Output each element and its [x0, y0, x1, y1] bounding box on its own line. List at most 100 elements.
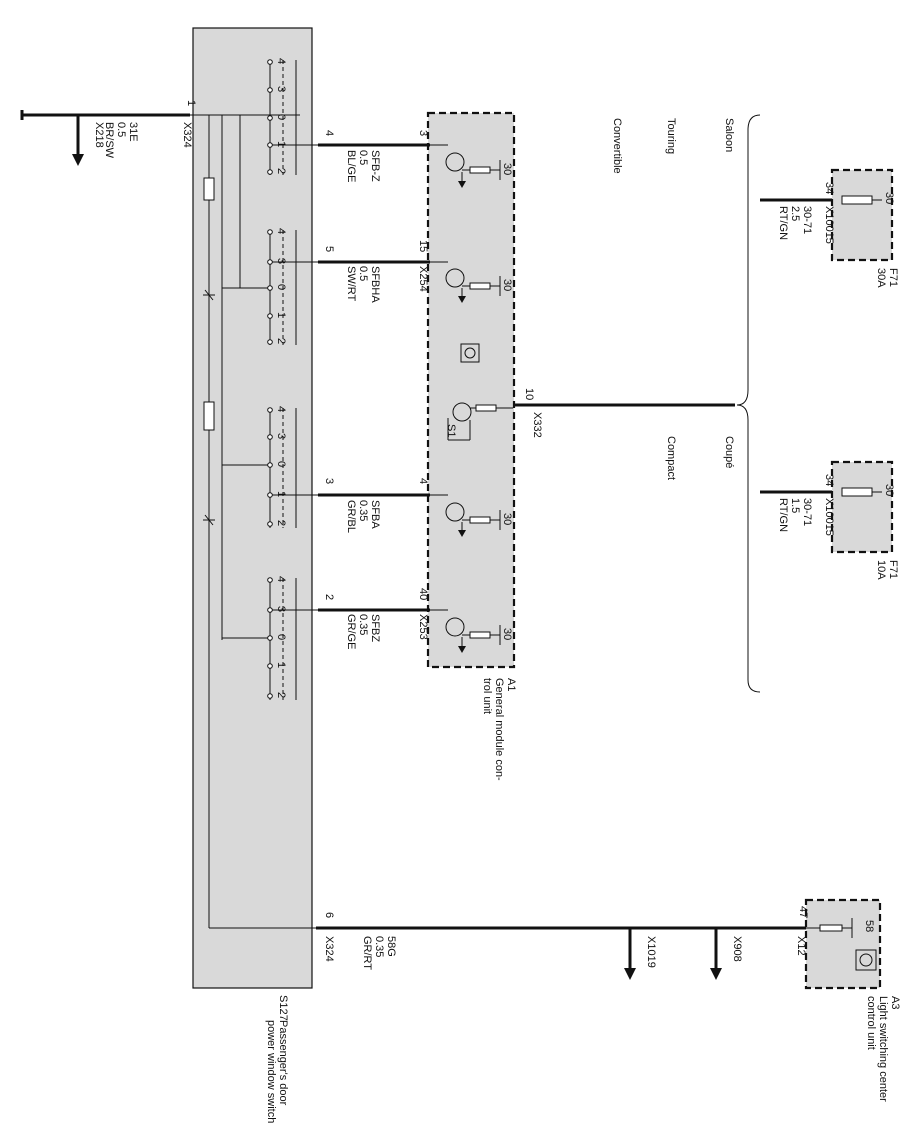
contact-label: 1: [275, 312, 287, 318]
s127-contact-group-4: 4 3 0 1 2: [222, 576, 318, 700]
diode-symbol: [203, 289, 215, 301]
svg-text:SFB-Z: SFB-Z: [369, 150, 381, 182]
svg-text:SW/RT: SW/RT: [345, 266, 357, 302]
diode-symbol: [203, 514, 215, 526]
contact-label: 1: [275, 141, 287, 147]
bottom-color: GR/RT: [361, 936, 373, 970]
fuse-bottom-terminal: 30: [883, 484, 895, 496]
a1-ref: A1: [505, 678, 517, 691]
svg-text:GR/GE: GR/GE: [345, 614, 357, 649]
bottom-size: 0.35: [373, 936, 385, 957]
a3-pin: 47: [797, 906, 809, 918]
svg-text:0.5: 0.5: [357, 150, 369, 165]
svg-text:0.5: 0.5: [357, 266, 369, 281]
s127-name-line2: power window switch: [265, 1020, 277, 1123]
fuse-bottom-size: 1.5: [789, 498, 801, 513]
a1-output-channel-2: 30: [430, 261, 513, 303]
fuse-bottom-box: [830, 460, 894, 554]
bottom-pin: 6: [323, 912, 335, 918]
svg-text:0.35: 0.35: [357, 614, 369, 635]
model-compact: Compact: [665, 436, 677, 480]
fuse-bottom-circuit: 30-71: [801, 498, 813, 526]
svg-text:4: 4: [323, 130, 335, 136]
a1-name-line1: General module con-: [493, 678, 505, 781]
resistor-symbol: [203, 401, 215, 431]
splice-label-1: X1019: [645, 936, 657, 968]
a3-supply: 58: [863, 920, 875, 932]
contact-label: 3: [275, 433, 287, 439]
a1-output-channel-1: 30: [430, 144, 513, 188]
svg-text:S1: S1: [445, 424, 457, 437]
fuse-bottom-color: RT/GN: [777, 498, 789, 532]
svg-text:GR/BL: GR/BL: [345, 500, 357, 533]
supply-connector: X332: [531, 412, 543, 438]
contact-label: 2: [275, 338, 287, 344]
ground-pin: 1: [185, 100, 197, 106]
a3-connector: X12: [795, 936, 807, 956]
fuse-top-color: RT/GN: [777, 206, 789, 240]
contact-label: 1: [275, 662, 287, 668]
svg-text:15: 15: [417, 240, 429, 252]
bottom-circuit: 58G: [385, 936, 397, 957]
fuse-top-pin: 34: [823, 182, 835, 194]
contact-label: 4: [275, 406, 287, 412]
s127-contact-group-1: 4 3 0 1 2: [267, 58, 318, 175]
svg-text:30: 30: [501, 628, 513, 640]
s127-contact-group-2: 4 3 0 1 2: [222, 228, 318, 345]
contact-label: 0: [275, 114, 287, 120]
ground-size: 0.5: [115, 122, 127, 137]
a1-output-channel-4: 30: [430, 609, 513, 653]
resistor-symbol: [203, 177, 215, 201]
a3-control-icon: [855, 949, 877, 971]
contact-label: 1: [275, 491, 287, 497]
contact-label: 3: [275, 606, 287, 612]
svg-text:SFBZ: SFBZ: [369, 614, 381, 642]
fuse-top-symbol: [841, 195, 873, 205]
fuse-bottom-symbol: [841, 487, 873, 497]
model-bracket: [736, 114, 761, 693]
a3-control-icon-inner: [859, 953, 873, 967]
splice-arrow-icon: [710, 968, 722, 980]
contact-label: 4: [275, 576, 287, 582]
fuse-top-box: [830, 168, 894, 262]
contact-label: 4: [275, 58, 287, 64]
splice-arrow-icon: [624, 968, 636, 980]
signal-wire-3: 3 4 SFBA 0.35 GR/BL: [318, 478, 430, 533]
contact-label: 4: [275, 228, 287, 234]
model-touring: Touring: [665, 118, 677, 154]
fuse-top-circuit: 30-71: [801, 206, 813, 234]
s127-ref: S127: [277, 995, 289, 1021]
svg-text:3: 3: [417, 130, 429, 136]
contact-label: 2: [275, 168, 287, 174]
a1-output-channel-3: 30: [430, 494, 513, 537]
s127-name-line1: Passenger's door: [277, 1020, 289, 1106]
svg-text:40: 40: [417, 588, 429, 600]
ground-color: BR/SW: [103, 122, 115, 159]
a1-name-line2: trol unit: [481, 678, 493, 714]
supply-pin: 10: [523, 388, 535, 400]
s127-contact-group-3: 4 3 0 1 2: [222, 406, 318, 528]
signal-wire-4: 2 40 SFBZ 0.35 GR/GE X253: [318, 588, 430, 649]
contact-label: 3: [275, 258, 287, 264]
svg-text:5: 5: [323, 246, 335, 252]
bottom-connector: X324: [323, 936, 335, 962]
a3-module-box: [804, 898, 882, 990]
contact-label: 2: [275, 520, 287, 526]
svg-text:X254: X254: [417, 266, 429, 292]
contact-label: 0: [275, 461, 287, 467]
svg-text:30: 30: [501, 513, 513, 525]
svg-text:3: 3: [323, 478, 335, 484]
signal-wire-1: 4 3 SFB-Z 0.5 BL/GE: [318, 130, 430, 182]
a3-name-line2: control unit: [865, 996, 877, 1050]
a3-name-line1: Light switching center: [877, 996, 889, 1102]
svg-text:X253: X253: [417, 614, 429, 640]
ground-circuit: 31E: [127, 122, 139, 142]
svg-text:0.35: 0.35: [357, 500, 369, 521]
model-saloon: Saloon: [723, 118, 735, 152]
svg-text:30: 30: [501, 279, 513, 291]
contact-label: 2: [275, 692, 287, 698]
fuse-bottom-pin: 34: [823, 474, 835, 486]
a3-resistor-symbol: [819, 924, 843, 932]
svg-text:2: 2: [323, 594, 335, 600]
